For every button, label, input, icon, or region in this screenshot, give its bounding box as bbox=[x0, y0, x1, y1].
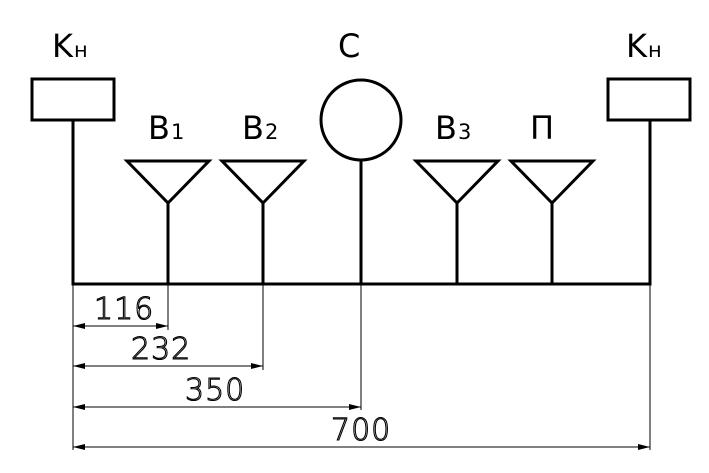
dim-700-text: 700 bbox=[331, 413, 391, 448]
p-triangle bbox=[507, 159, 597, 206]
dimension-350: 350 bbox=[73, 372, 361, 410]
b3-triangle bbox=[412, 159, 502, 206]
center-label: C bbox=[338, 27, 360, 65]
dimension-700: 700 bbox=[73, 412, 650, 450]
b1-triangle bbox=[123, 159, 213, 206]
p-label: П bbox=[530, 109, 554, 147]
dimension-116: 116 bbox=[73, 291, 168, 329]
right-coupler-label: Kн bbox=[626, 27, 662, 65]
b2-triangle bbox=[218, 159, 308, 206]
right-coupler-box bbox=[606, 77, 692, 122]
center-circle bbox=[319, 78, 403, 162]
dim-232-text: 232 bbox=[131, 332, 191, 367]
left-coupler-label: Kн bbox=[52, 27, 88, 65]
b2-label: B2 bbox=[242, 109, 278, 147]
dim-350-text: 350 bbox=[185, 373, 245, 408]
left-coupler-box bbox=[30, 77, 116, 122]
dim-116-text: 116 bbox=[94, 292, 154, 327]
b3-label: B3 bbox=[435, 109, 471, 147]
dimension-232: 232 bbox=[73, 331, 263, 369]
b1-label: B1 bbox=[148, 109, 184, 147]
